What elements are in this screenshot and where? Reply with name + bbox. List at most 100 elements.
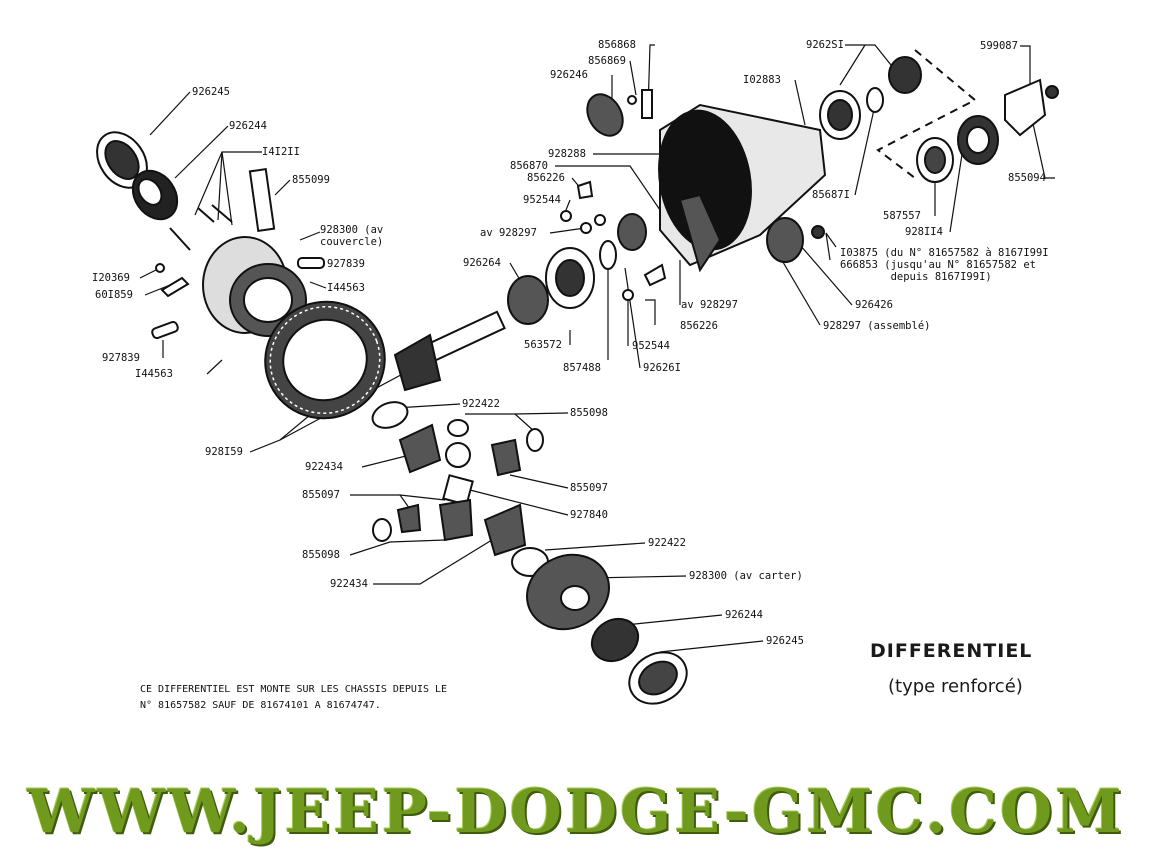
nut-928297	[580, 222, 592, 234]
label-856870: 856870	[510, 160, 548, 172]
side-gear-922434-top	[398, 423, 442, 474]
note-line-1: CE DIFFERENTIEL EST MONTE SUR LES CHASSI…	[140, 684, 448, 695]
label-926245-left: 926245	[192, 86, 230, 98]
bolt-120369	[155, 263, 165, 273]
differential-case-928300-carter	[526, 553, 610, 631]
label-855097-left: 855097	[302, 489, 340, 501]
label-926261: 92626I	[643, 362, 681, 374]
label-856871: 85687I	[812, 189, 850, 201]
diagram-title: DIFFERENTIEL	[870, 640, 1033, 662]
label-928159: 928I59	[205, 446, 243, 458]
yoke-599087	[1004, 78, 1047, 137]
bearing-cup-upper-inner	[827, 99, 853, 131]
bearing-563572-inner	[555, 259, 585, 297]
nut-103875	[811, 225, 825, 239]
label-928297-assemble: 928297 (assemblé)	[823, 320, 931, 332]
label-601859: 60I859	[95, 289, 133, 301]
label-855099: 855099	[292, 174, 330, 186]
label-928297-av2: av 928297	[681, 299, 738, 311]
gear-926251	[888, 56, 922, 94]
label-855098-bottom: 855098	[302, 549, 340, 561]
label-926245-right: 926245	[766, 635, 804, 647]
website-banner-text: WWW.JEEP-DODGE-GMC.COM	[27, 777, 1125, 847]
label-928300-couvercle: 928300 (av couvercle)	[320, 224, 384, 248]
washer-857488	[599, 240, 617, 270]
label-922434-top: 922434	[305, 461, 343, 473]
side-gear-922434-bottom	[438, 498, 474, 542]
lock-856226-a	[576, 180, 594, 200]
screw-952544-b	[622, 289, 634, 301]
label-928300-carter: 928300 (av carter)	[689, 570, 803, 582]
axle-housing-102883	[658, 103, 827, 273]
bearing-928114-inner	[966, 126, 990, 154]
nut-856869	[627, 95, 637, 105]
screw-952544-a	[560, 210, 572, 222]
label-102883: I02883	[743, 74, 781, 86]
label-103875-666853: I03875 (du N° 81657582 à 8167I99I 666853…	[840, 247, 1049, 283]
label-855098-top: 855098	[570, 407, 608, 419]
label-587557: 587557	[883, 210, 921, 222]
label-927839-bottom: 927839	[102, 352, 140, 364]
label-926264: 926264	[463, 257, 501, 269]
parts	[96, 56, 1059, 705]
label-599087: 599087	[980, 40, 1018, 52]
gear-lower	[483, 503, 527, 557]
shaft-855099	[248, 168, 276, 232]
label-856868: 856868	[598, 39, 636, 51]
ring-gear-928159	[264, 300, 386, 420]
label-855097-right: 855097	[570, 482, 608, 494]
label-927839-top: 927839	[327, 258, 365, 270]
nut-855094	[1045, 85, 1059, 99]
label-926244-right: 926244	[725, 609, 763, 621]
bearing-cone-926244-left	[131, 169, 179, 221]
pin-927839-bottom	[151, 320, 179, 340]
exploded-differential-diagram	[96, 44, 1059, 705]
bearing-cup-926245-right-inner	[638, 660, 678, 696]
pin-141211-a	[169, 227, 191, 251]
label-856226-top: 856226	[527, 172, 565, 184]
spider-gear-855097	[445, 442, 471, 468]
gear-926264	[507, 275, 549, 325]
label-922422-top: 922422	[462, 398, 500, 410]
label-927840: 927840	[570, 509, 608, 521]
seal-587557-inner	[924, 146, 946, 174]
label-922422-bottom: 922422	[648, 537, 686, 549]
label-928288: 928288	[548, 148, 586, 160]
pin-927839-top	[297, 257, 325, 269]
label-928297-av: av 928297	[480, 227, 537, 239]
label-926426: 926426	[855, 299, 893, 311]
diagram-subtitle: (type renforcé)	[888, 676, 1023, 697]
bearing-cup-926245-left	[96, 131, 148, 189]
label-922434-bottom: 922434	[330, 578, 368, 590]
dashed-bracket	[876, 49, 977, 179]
pinion-gear-855097-right	[490, 438, 522, 477]
label-563572: 563572	[524, 339, 562, 351]
washer-small-a	[594, 214, 606, 226]
label-857488: 857488	[563, 362, 601, 374]
lock-601859	[160, 276, 190, 298]
label-926246: 926246	[550, 69, 588, 81]
washer-855098-c	[372, 518, 392, 542]
note-line-2: N° 81657582 SAUF DE 81674101 A 81674747.	[140, 700, 381, 711]
pinion-gear-855097-left	[396, 503, 422, 534]
washer-855098-b	[526, 428, 544, 452]
label-855094: 855094	[1008, 172, 1046, 184]
label-141211: I4I2II	[262, 146, 300, 158]
chassis-note: CE DIFFERENTIEL EST MONTE SUR LES CHASSI…	[140, 682, 447, 714]
pinion-shaft	[393, 310, 506, 392]
label-144563-top: I44563	[327, 282, 365, 294]
bearing-926426	[766, 217, 804, 263]
label-952544-bottom: 952544	[632, 340, 670, 352]
label-856869: 856869	[588, 55, 626, 67]
gear-928297-av	[617, 213, 647, 251]
bearing-cone-926244-right	[590, 617, 640, 663]
washer-855098-a	[447, 419, 469, 437]
lock-856226-b	[643, 263, 667, 287]
pin-141211-b	[197, 207, 215, 223]
label-856226-bottom: 856226	[680, 320, 718, 332]
label-926244-left: 926244	[229, 120, 267, 132]
website-banner: WWW.JEEP-DODGE-GMC.COM	[0, 760, 1152, 864]
label-144563-bottom: I44563	[135, 368, 173, 380]
label-952544-top: 952544	[523, 194, 561, 206]
label-926251: 9262SI	[806, 39, 844, 51]
